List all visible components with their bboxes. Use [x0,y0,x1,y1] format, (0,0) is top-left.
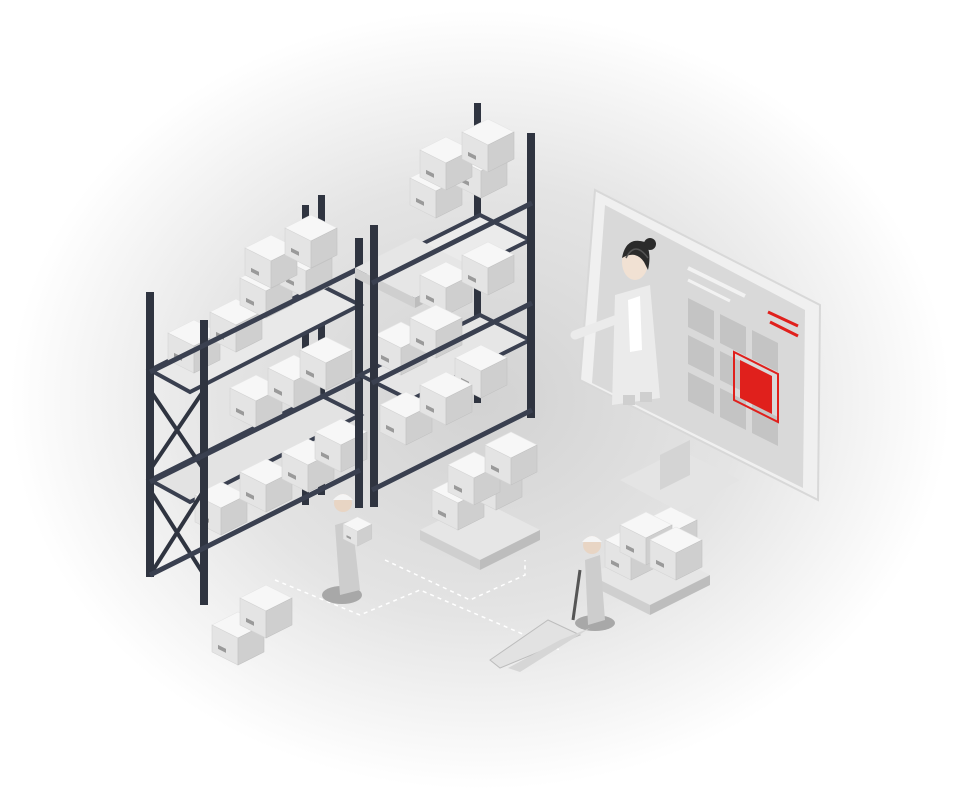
storage-rack-right [355,103,535,507]
warehouse-worker-icon [322,494,373,604]
operator-headset-icon [570,238,660,405]
pallet-jack-icon [489,536,615,672]
storage-rack-left [145,195,368,605]
route-path [274,559,561,651]
